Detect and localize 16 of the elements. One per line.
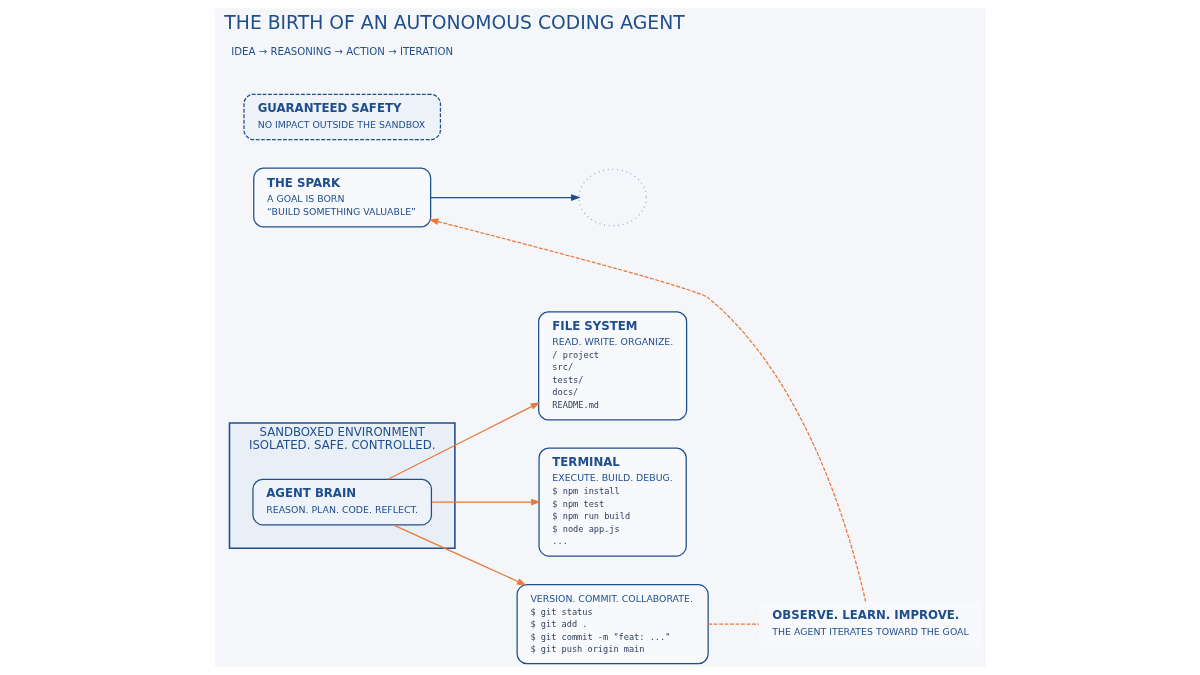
node-text: OBSERVE. LEARN. IMPROVE. THE AGENT ITERATES TOWARD THE GOAL — [771, 608, 969, 637]
node-box: GUARANTEED SAFETY NO IMPACT OUTSIDE THE SANDBOX — [242, 93, 441, 141]
connector — [707, 623, 760, 625]
node-box: TERMINAL EXECUTE. BUILD. DEBUG. $ npm install $ npm test $ npm run build $ node app.js ... — [537, 447, 687, 557]
node-box: THE SPARK A GOAL IS BORN “BUILD SOMETHING VALUABLE” — [252, 167, 431, 228]
arrow — [428, 218, 866, 602]
node-box: FILE SYSTEM READ. WRITE. ORGANIZE. / project src/ tests/ docs/ README.md — [537, 311, 687, 421]
arrow — [430, 498, 541, 506]
node-box: AGENT BRAIN REASON. PLAN. CODE. REFLECT. — [251, 478, 432, 526]
node-box: VERSION. COMMIT. COLLABORATE. $ git status $ git add . $ git commit -m "feat: ..." $ git push origin main — [516, 584, 709, 665]
diagram-title: THE BIRTH OF AN AUTONOMOUS CODING AGENT — [223, 12, 685, 34]
arrow — [429, 194, 581, 201]
label: IDEA → REASONING → ACTION → ITERATION — [230, 45, 453, 57]
arrow — [392, 524, 527, 586]
node-cloud — [577, 168, 647, 227]
arrow — [386, 402, 540, 480]
